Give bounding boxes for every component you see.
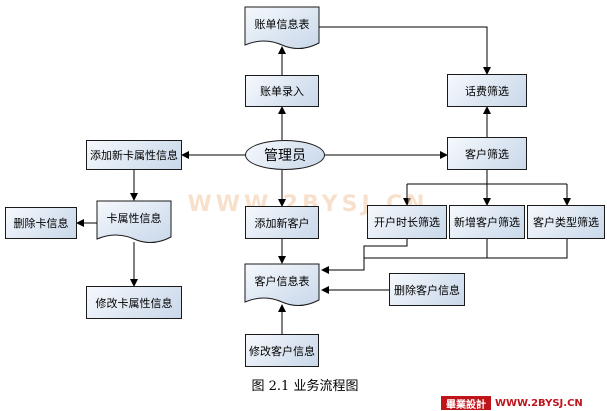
modify-customer-box[interactable]: 修改客户信息 <box>245 334 319 367</box>
card-attr-shape <box>96 200 172 243</box>
add-card-attr-box[interactable]: 添加新卡属性信息 <box>86 140 182 170</box>
site-logo: 畢業設計 WWW.2BYSJ.CN <box>441 396 607 411</box>
bill-entry-box[interactable]: 账单录入 <box>245 75 319 107</box>
filter-duration-box[interactable]: 开户时长筛选 <box>367 205 447 239</box>
customer-info-table-label: 客户信息表 <box>254 275 310 288</box>
logo-brand: 畢業設計 <box>441 396 491 411</box>
line-customer-type-to-customer-table <box>487 239 568 259</box>
figure-caption: 图 2.1 业务流程图 <box>251 378 359 394</box>
admin-ellipse[interactable]: 管理员 <box>245 140 325 170</box>
delete-card-box[interactable]: 删除卡信息 <box>5 207 77 239</box>
modify-card-attr-box[interactable]: 修改卡属性信息 <box>86 286 182 319</box>
bill-info-table-label: 账单信息表 <box>254 18 310 31</box>
card-attr-label: 卡属性信息 <box>106 212 162 225</box>
line-duration-to-customer-table <box>321 239 408 274</box>
filter-new-customer-box[interactable]: 新增客户筛选 <box>449 205 525 239</box>
fee-filter-box[interactable]: 话费筛选 <box>447 74 527 107</box>
filter-customer-type-box[interactable]: 客户类型筛选 <box>527 205 605 239</box>
customer-info-table-shape <box>244 263 320 306</box>
bill-info-table-shape <box>244 6 320 49</box>
line-new-customer-to-customer-table <box>364 239 488 259</box>
arrow-bill-table-to-fee-filter <box>319 26 491 75</box>
add-customer-box[interactable]: 添加新客户 <box>245 206 319 239</box>
delete-customer-box[interactable]: 删除客户信息 <box>389 273 465 306</box>
logo-site: WWW.2BYSJ.CN <box>495 397 583 409</box>
customer-filter-box[interactable]: 客户筛选 <box>447 137 527 170</box>
